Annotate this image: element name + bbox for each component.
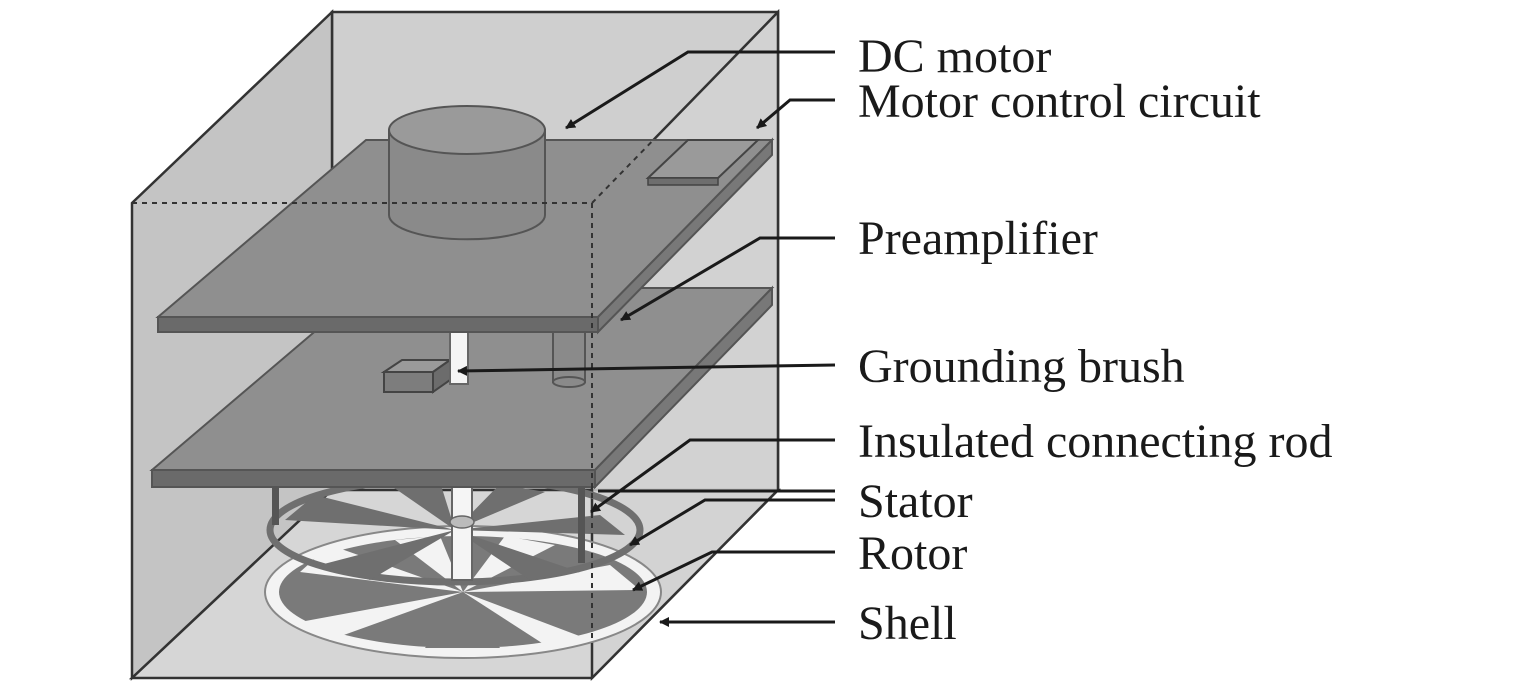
- rotor-slot: [463, 592, 590, 645]
- leader-preamplifier: [620, 236, 835, 322]
- stator-leg: [578, 485, 585, 563]
- motor-control-chip: [645, 139, 761, 186]
- grounding-brush-front: [383, 371, 434, 393]
- stator-plate: [455, 530, 580, 580]
- stator-plate: [285, 495, 455, 530]
- stator: [266, 474, 644, 586]
- stator-plate: [320, 530, 455, 580]
- leader-lines: [457, 50, 836, 627]
- stator-plate: [455, 484, 545, 530]
- rotor-slot: [463, 565, 640, 592]
- label-motor-control-circuit: Motor control circuit: [858, 75, 1261, 128]
- shaft-collar: [449, 515, 475, 529]
- leader-stator-arrow: [629, 498, 835, 547]
- labels: DC motor Motor control circuit Preamplif…: [858, 30, 1333, 650]
- motor-control-chip-front: [647, 177, 719, 186]
- grounding-brush: [380, 358, 454, 394]
- leader-dc-motor: [565, 50, 835, 130]
- label-grounding-brush: Grounding brush: [858, 340, 1185, 393]
- shaft-upper: [449, 327, 469, 385]
- upper-board-front-edge: [157, 316, 599, 333]
- shell-hidden-edges: [132, 11, 779, 678]
- leader-grounding-brush: [457, 363, 836, 376]
- dc-motor-body: [388, 129, 546, 241]
- stator-leg: [272, 485, 279, 525]
- leader-insulated-connecting-rod: [590, 438, 835, 514]
- shaft-lower-rod: [451, 479, 473, 581]
- lower-board-side-edge: [594, 285, 773, 490]
- rotor-slot: [300, 592, 463, 640]
- dc-motor-top: [388, 105, 546, 155]
- dc-motor: [388, 105, 546, 241]
- label-stator: Stator: [858, 475, 973, 528]
- shaft-lower: [449, 479, 475, 581]
- connecting-rod: [552, 329, 586, 388]
- label-rotor: Rotor: [858, 527, 967, 580]
- leader-rotor: [632, 550, 835, 592]
- lower-board-front-edge: [151, 469, 596, 488]
- connecting-rod-bottom: [552, 376, 586, 388]
- rotor-blade-front: [425, 592, 500, 648]
- label-preamplifier: Preamplifier: [858, 212, 1098, 265]
- label-dc-motor: DC motor: [858, 30, 1051, 83]
- stator-plate: [390, 482, 455, 530]
- leader-motor-control-circuit: [756, 98, 835, 130]
- label-shell: Shell: [858, 597, 957, 650]
- label-insulated-connecting-rod: Insulated connecting rod: [858, 415, 1333, 468]
- hidden-edge-diagonal: [591, 11, 779, 204]
- upper-board-side-edge: [597, 137, 773, 335]
- connecting-rod-body: [552, 329, 586, 383]
